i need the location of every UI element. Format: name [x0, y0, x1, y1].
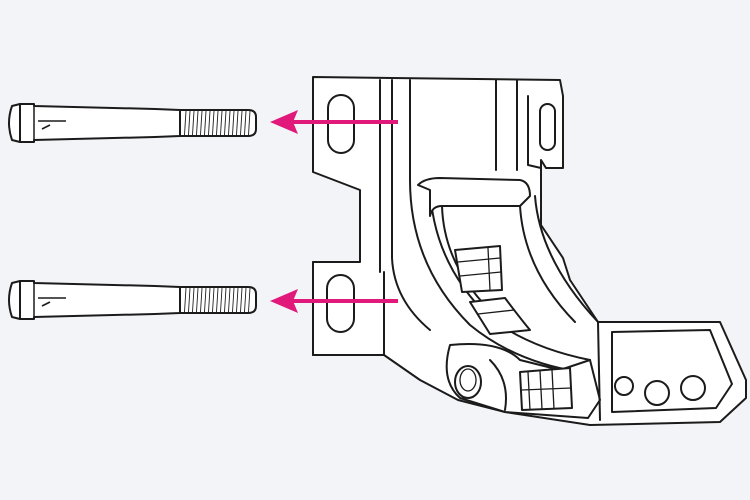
- thread-line: [192, 287, 195, 313]
- bolt-tip: [8, 103, 21, 143]
- end-hole-3: [680, 375, 706, 401]
- thread-line: [184, 110, 187, 136]
- end-hole-2: [644, 380, 670, 406]
- thread-line: [232, 287, 235, 313]
- bolt-sleeve: [19, 280, 181, 320]
- ear-edge: [527, 95, 542, 169]
- end-arm-divider: [597, 321, 601, 421]
- thread-line: [232, 110, 235, 136]
- thread-line: [220, 110, 223, 136]
- bolt-tip: [8, 280, 21, 320]
- direction-arrows: [270, 110, 398, 313]
- arrow-head: [270, 289, 298, 313]
- thread-line: [212, 110, 215, 136]
- thread-line: [204, 287, 207, 313]
- bolt-sleeve: [19, 103, 181, 143]
- thread-line: [188, 287, 191, 313]
- arrow-head: [270, 110, 298, 134]
- thread-line: [184, 287, 187, 313]
- thread-line: [236, 287, 239, 313]
- thread-line: [220, 287, 223, 313]
- thread-line: [216, 287, 219, 313]
- anchor-bolt-lower: [8, 280, 257, 320]
- arm-channel-right: [519, 205, 576, 323]
- thread-line: [236, 110, 239, 136]
- thread-line: [200, 287, 203, 313]
- arm-outer-curve: [409, 179, 581, 373]
- thread-line: [224, 287, 227, 313]
- thread-line: [240, 287, 243, 313]
- thread-line: [204, 110, 207, 136]
- thread-line: [188, 110, 191, 136]
- thread-line: [216, 110, 219, 136]
- hinge-curve: [489, 359, 507, 411]
- arm-edge-right: [534, 195, 599, 323]
- anchor-bolt-upper: [8, 103, 257, 143]
- sleeve-slit: [38, 120, 66, 130]
- hinge-ribs: [519, 367, 573, 411]
- mounting-bracket: [312, 76, 747, 426]
- thread-line: [208, 110, 211, 136]
- end-arm-inner: [611, 329, 733, 413]
- sleeve-slit: [38, 297, 66, 307]
- thread-line: [228, 110, 231, 136]
- arm-grille: [454, 245, 531, 335]
- hinge-pin: [454, 365, 482, 399]
- thread-line: [228, 287, 231, 313]
- thread-line: [248, 110, 251, 136]
- thread-line: [248, 287, 251, 313]
- thread-line: [244, 287, 247, 313]
- flange-inner-line: [391, 79, 431, 331]
- thread-line: [208, 287, 211, 313]
- lower-bolt-slot: [326, 274, 355, 333]
- end-hole-1: [614, 376, 634, 396]
- thread-line: [200, 110, 203, 136]
- thread-line: [244, 110, 247, 136]
- thread-line: [192, 110, 195, 136]
- arm-top-ridge: [417, 177, 531, 217]
- upper-right-slot: [539, 103, 556, 151]
- thread-line: [224, 110, 227, 136]
- thread-line: [240, 110, 243, 136]
- thread-line: [196, 110, 199, 136]
- thread-line: [212, 287, 215, 313]
- thread-line: [196, 287, 199, 313]
